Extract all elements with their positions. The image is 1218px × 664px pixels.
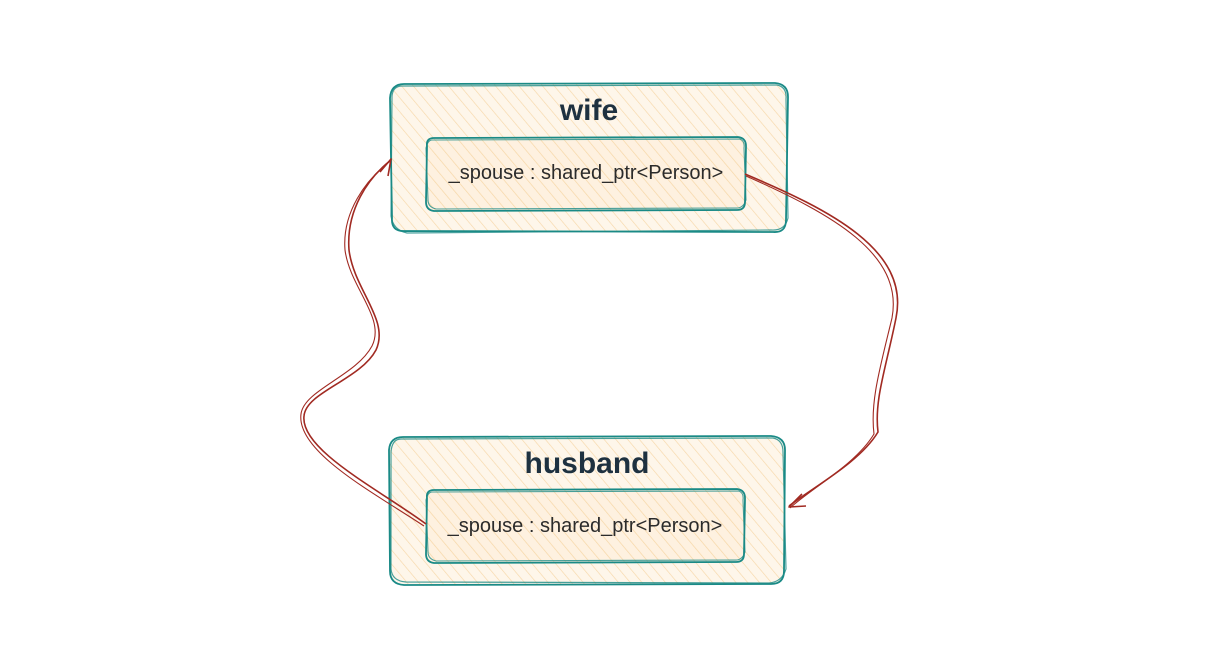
husband-box-title: husband bbox=[525, 447, 650, 480]
wife-spouse-field: _spouse : shared_ptr<Person> bbox=[448, 162, 724, 184]
husband-field-box[interactable]: _spouse : shared_ptr<Person> bbox=[425, 488, 746, 564]
husband-box[interactable]: husband _spouse : shared_ptr<Person> bbox=[388, 435, 787, 586]
husband-spouse-field: _spouse : shared_ptr<Person> bbox=[447, 515, 723, 537]
wife-box-border-sketch bbox=[390, 84, 789, 234]
arrow-wife-to-husband bbox=[744, 173, 899, 509]
husband-field-border bbox=[425, 488, 746, 564]
husband-field-hatch bbox=[426, 490, 744, 562]
arrow-husband-to-wife bbox=[300, 158, 427, 527]
arrow-husband-to-wife-head bbox=[379, 158, 392, 177]
wife-box-border bbox=[389, 82, 789, 233]
husband-field-border-sketch bbox=[425, 490, 746, 562]
wife-field-border-sketch bbox=[425, 138, 747, 210]
arrow-husband-to-wife-line bbox=[303, 159, 427, 525]
wife-field-box[interactable]: _spouse : shared_ptr<Person> bbox=[425, 136, 747, 212]
arrow-husband-to-wife-line-sketch bbox=[300, 161, 425, 527]
wife-field-border bbox=[425, 136, 747, 212]
wife-box-title: wife bbox=[559, 94, 618, 127]
wife-field-hatch bbox=[426, 138, 745, 210]
husband-box-border-sketch bbox=[390, 437, 787, 584]
wife-box[interactable]: wife _spouse : shared_ptr<Person> bbox=[389, 82, 789, 234]
arrow-wife-to-husband-line-sketch bbox=[745, 175, 894, 509]
husband-box-border bbox=[388, 435, 786, 586]
arrow-wife-to-husband-head bbox=[788, 493, 807, 508]
